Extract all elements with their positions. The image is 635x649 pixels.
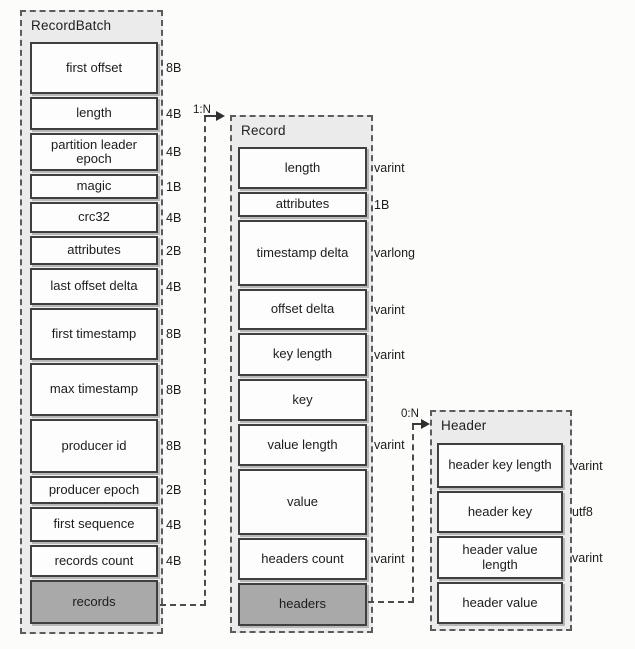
record-box: Record length varint attributes 1B timestamp … xyxy=(230,115,415,633)
arrow-right-icon xyxy=(421,419,430,429)
field-cell-crc32: crc32 xyxy=(30,202,158,233)
field-row: value xyxy=(238,469,367,535)
field-cell-attributes: attributes xyxy=(30,236,158,265)
connector-horizontal-segment xyxy=(160,604,206,606)
field-row: last offset delta 4B xyxy=(30,268,181,305)
connector-cardinality-label: 0:N xyxy=(401,408,419,420)
field-cell-partition-leader-epoch: partition leader epoch xyxy=(30,133,158,171)
connector-vertical-segment xyxy=(412,424,414,603)
field-size-label: 2B xyxy=(166,483,182,497)
field-size-label: 4B xyxy=(166,210,182,225)
field-row: first offset 8B xyxy=(30,42,181,94)
field-row: attributes 2B xyxy=(30,236,181,265)
field-cell-offset-delta: offset delta xyxy=(238,289,367,330)
field-row: records xyxy=(30,580,158,624)
field-size-label: varint xyxy=(374,302,405,317)
field-size-label: 1B xyxy=(374,197,390,212)
field-cell-key-length: key length xyxy=(238,333,367,376)
field-size-label: 1B xyxy=(166,179,182,194)
field-row: key length varint xyxy=(238,333,405,376)
field-cell-max-timestamp: max timestamp xyxy=(30,363,158,416)
field-size-label: 4B xyxy=(166,554,182,568)
field-row: attributes 1B xyxy=(238,192,389,217)
field-size-label: 4B xyxy=(166,517,182,532)
field-size-label: 2B xyxy=(166,243,182,258)
field-size-label: varint xyxy=(374,552,405,566)
field-row: headers xyxy=(238,583,367,626)
field-row: key xyxy=(238,379,367,421)
field-cell-timestamp-delta: timestamp delta xyxy=(238,220,367,286)
header-title: Header xyxy=(441,418,487,433)
field-size-label: 4B xyxy=(166,106,182,121)
field-row: first sequence 4B xyxy=(30,507,181,542)
field-cell-first-sequence: first sequence xyxy=(30,507,158,542)
header-box: Header header key length varint header key u… xyxy=(430,410,603,631)
field-cell-records: records xyxy=(30,580,158,624)
field-size-label: 4B xyxy=(166,279,182,294)
connector-arrow-stem xyxy=(412,423,422,425)
field-size-label: varint xyxy=(374,347,405,362)
field-cell-producer-epoch: producer epoch xyxy=(30,476,158,504)
field-row: magic 1B xyxy=(30,174,181,199)
field-cell-header-value-length: header value length xyxy=(437,536,563,579)
field-size-label: varint xyxy=(572,550,603,565)
field-row: header value length varint xyxy=(437,536,603,579)
field-cell-value-length: value length xyxy=(238,424,367,466)
field-cell-headers: headers xyxy=(238,583,367,626)
field-cell-length: length xyxy=(238,147,367,189)
recordbatch-title: RecordBatch xyxy=(31,18,112,33)
field-row: producer epoch 2B xyxy=(30,476,181,504)
field-size-label: 8B xyxy=(166,61,182,75)
field-size-label: 8B xyxy=(166,439,182,453)
field-row: records count 4B xyxy=(30,545,181,577)
field-cell-header-value: header value xyxy=(437,582,563,624)
field-cell-first-timestamp: first timestamp xyxy=(30,308,158,360)
field-cell-value: value xyxy=(238,469,367,535)
connector-vertical-segment xyxy=(204,116,206,606)
field-size-label: varint xyxy=(374,161,405,175)
field-size-label: varint xyxy=(374,438,405,452)
field-row: length 4B xyxy=(30,97,181,130)
field-cell-key: key xyxy=(238,379,367,421)
field-size-label: 8B xyxy=(166,382,182,397)
field-row: producer id 8B xyxy=(30,419,181,473)
field-cell-first-offset: first offset xyxy=(30,42,158,94)
field-row: header value xyxy=(437,582,563,624)
field-cell-header-key: header key xyxy=(437,491,563,533)
field-row: headers count varint xyxy=(238,538,405,580)
field-row: timestamp delta varlong xyxy=(238,220,415,286)
arrow-right-icon xyxy=(216,111,225,121)
field-row: value length varint xyxy=(238,424,405,466)
field-row: max timestamp 8B xyxy=(30,363,181,416)
field-cell-last-offset-delta: last offset delta xyxy=(30,268,158,305)
field-row: length varint xyxy=(238,147,405,189)
field-size-label: utf8 xyxy=(572,505,593,519)
field-row: header key length varint xyxy=(437,443,603,488)
connector-arrow-stem xyxy=(204,115,217,117)
field-row: offset delta varint xyxy=(238,289,405,330)
field-row: first timestamp 8B xyxy=(30,308,181,360)
field-size-label: 8B xyxy=(166,327,182,341)
field-cell-attributes: attributes xyxy=(238,192,367,217)
field-row: header key utf8 xyxy=(437,491,593,533)
field-row: partition leader epoch 4B xyxy=(30,133,181,171)
field-cell-producer-id: producer id xyxy=(30,419,158,473)
field-cell-header-key-length: header key length xyxy=(437,443,563,488)
connector-horizontal-segment xyxy=(368,601,414,603)
field-size-label: varint xyxy=(572,458,603,473)
field-size-label: varlong xyxy=(374,246,415,260)
field-cell-records-count: records count xyxy=(30,545,158,577)
connector-cardinality-label: 1:N xyxy=(193,104,211,116)
field-size-label: 4B xyxy=(166,145,182,159)
field-cell-magic: magic xyxy=(30,174,158,199)
field-row: crc32 4B xyxy=(30,202,181,233)
field-cell-length: length xyxy=(30,97,158,130)
record-title: Record xyxy=(241,123,286,138)
field-cell-headers-count: headers count xyxy=(238,538,367,580)
